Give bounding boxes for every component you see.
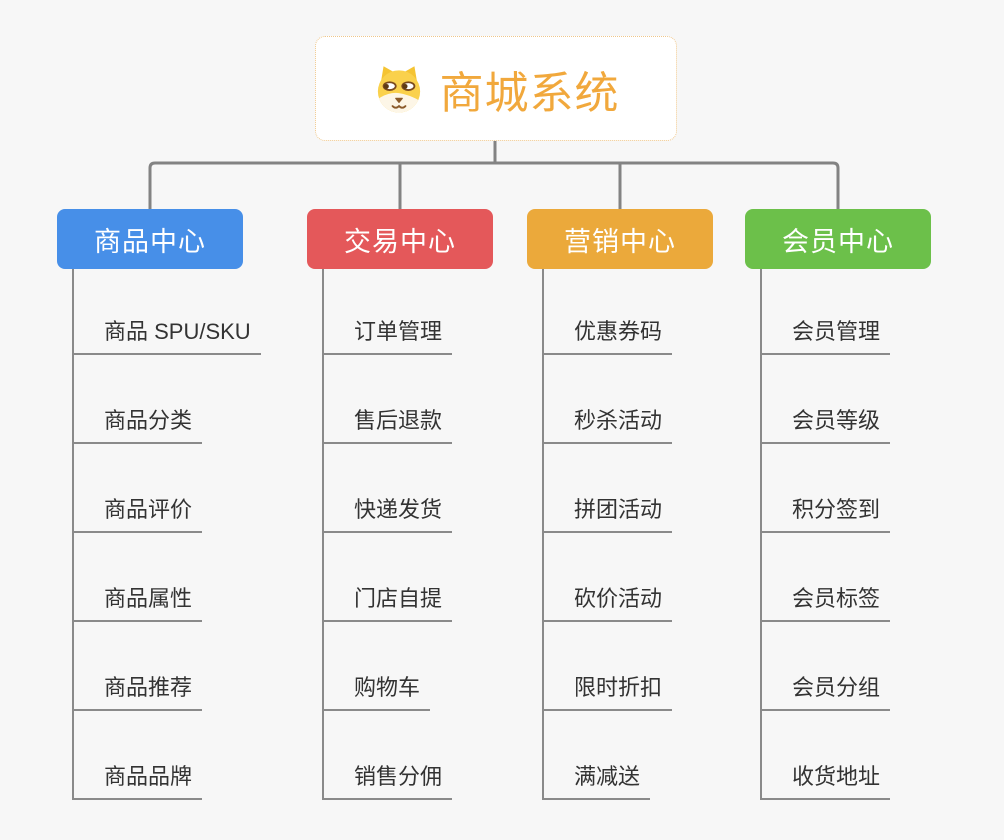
child-topic[interactable]: 积分签到 [760,444,931,533]
child-topic[interactable]: 售后退款 [322,355,493,444]
branch: 交易中心 订单管理售后退款快递发货门店自提购物车销售分佣 [307,209,493,800]
child-topic-label: 会员管理 [760,314,891,355]
branch-node-3[interactable]: 营销中心 [527,209,713,269]
branch-node-4[interactable]: 会员中心 [745,209,931,269]
child-topic[interactable]: 商品评价 [72,444,243,533]
child-topic-label: 商品评价 [72,492,203,533]
child-topic-label: 积分签到 [760,492,891,533]
child-topic[interactable]: 限时折扣 [542,622,713,711]
child-topic[interactable]: 优惠券码 [542,269,713,355]
child-topic-label: 商品属性 [72,581,203,622]
child-topic[interactable]: 购物车 [322,622,493,711]
branch-label: 会员中心 [782,226,894,257]
child-topic-label: 拼团活动 [542,492,673,533]
child-topic-label: 商品 SPU/SKU [72,314,261,355]
branch-items: 商品 SPU/SKU 商品分类商品评价商品属性商品推荐商品品牌 [72,269,261,800]
branch-items: 会员管理会员等级积分签到会员标签会员分组收货地址 [760,269,931,800]
child-topic[interactable]: 商品 SPU/SKU [72,269,261,355]
tree-connector-path [148,141,840,209]
child-topic-label: 会员标签 [760,581,891,622]
branch: 商品中心 商品 SPU/SKU 商品分类商品评价商品属性商品推荐商品品牌 [57,209,261,800]
child-topic-label: 商品推荐 [72,670,203,711]
child-topic-label: 购物车 [322,670,431,711]
child-topic-label: 秒杀活动 [542,403,673,444]
root-title: 商城系统 [439,68,620,118]
child-topic[interactable]: 会员分组 [760,622,931,711]
child-topic[interactable]: 门店自提 [322,533,493,622]
child-topic-label: 订单管理 [322,314,453,355]
child-topic-label: 收货地址 [760,759,891,800]
root-node[interactable]: 商城系统 [315,36,677,141]
branch-trunk-line [760,269,762,800]
child-topic[interactable]: 商品属性 [72,533,243,622]
child-topic-label: 销售分佣 [322,759,453,800]
branch-trunk-line [322,269,324,800]
branch-trunk-line [72,269,74,800]
branch-trunk-line [542,269,544,800]
child-topic[interactable]: 商品品牌 [72,711,243,800]
child-topic[interactable]: 拼团活动 [542,444,713,533]
child-topic[interactable]: 商品分类 [72,355,243,444]
child-topic[interactable]: 销售分佣 [322,711,493,800]
child-topic-label: 限时折扣 [542,670,673,711]
child-topic[interactable]: 秒杀活动 [542,355,713,444]
child-topic[interactable]: 会员标签 [760,533,931,622]
child-topic-label: 满减送 [542,759,651,800]
child-topic[interactable]: 收货地址 [760,711,931,800]
child-topic-label: 售后退款 [322,403,453,444]
child-topic-label: 会员分组 [760,670,891,711]
child-topic[interactable]: 满减送 [542,711,713,800]
branch-label: 商品中心 [94,226,206,257]
child-topic[interactable]: 商品推荐 [72,622,243,711]
branch-label: 交易中心 [344,226,456,257]
branch-items: 优惠券码秒杀活动拼团活动砍价活动限时折扣满减送 [542,269,713,800]
branch: 营销中心 优惠券码秒杀活动拼团活动砍价活动限时折扣满减送 [527,209,713,800]
child-topic-label: 商品分类 [72,403,203,444]
child-topic[interactable]: 快递发货 [322,444,493,533]
child-topic-label: 商品品牌 [72,759,203,800]
child-topic-label: 优惠券码 [542,314,673,355]
branch-label: 营销中心 [564,226,676,257]
child-topic[interactable]: 订单管理 [322,269,493,355]
branch-items: 订单管理售后退款快递发货门店自提购物车销售分佣 [322,269,493,800]
branch: 会员中心 会员管理会员等级积分签到会员标签会员分组收货地址 [745,209,931,800]
child-topic-label: 会员等级 [760,403,891,444]
child-topic-label: 门店自提 [322,581,453,622]
child-topic-label: 快递发货 [322,492,453,533]
child-topic[interactable]: 会员等级 [760,355,931,444]
branch-node-2[interactable]: 交易中心 [307,209,493,269]
branch-node-1[interactable]: 商品中心 [57,209,243,269]
child-topic-label: 砍价活动 [542,581,673,622]
dog-face-icon [373,63,425,115]
child-topic[interactable]: 会员管理 [760,269,931,355]
child-topic[interactable]: 砍价活动 [542,533,713,622]
